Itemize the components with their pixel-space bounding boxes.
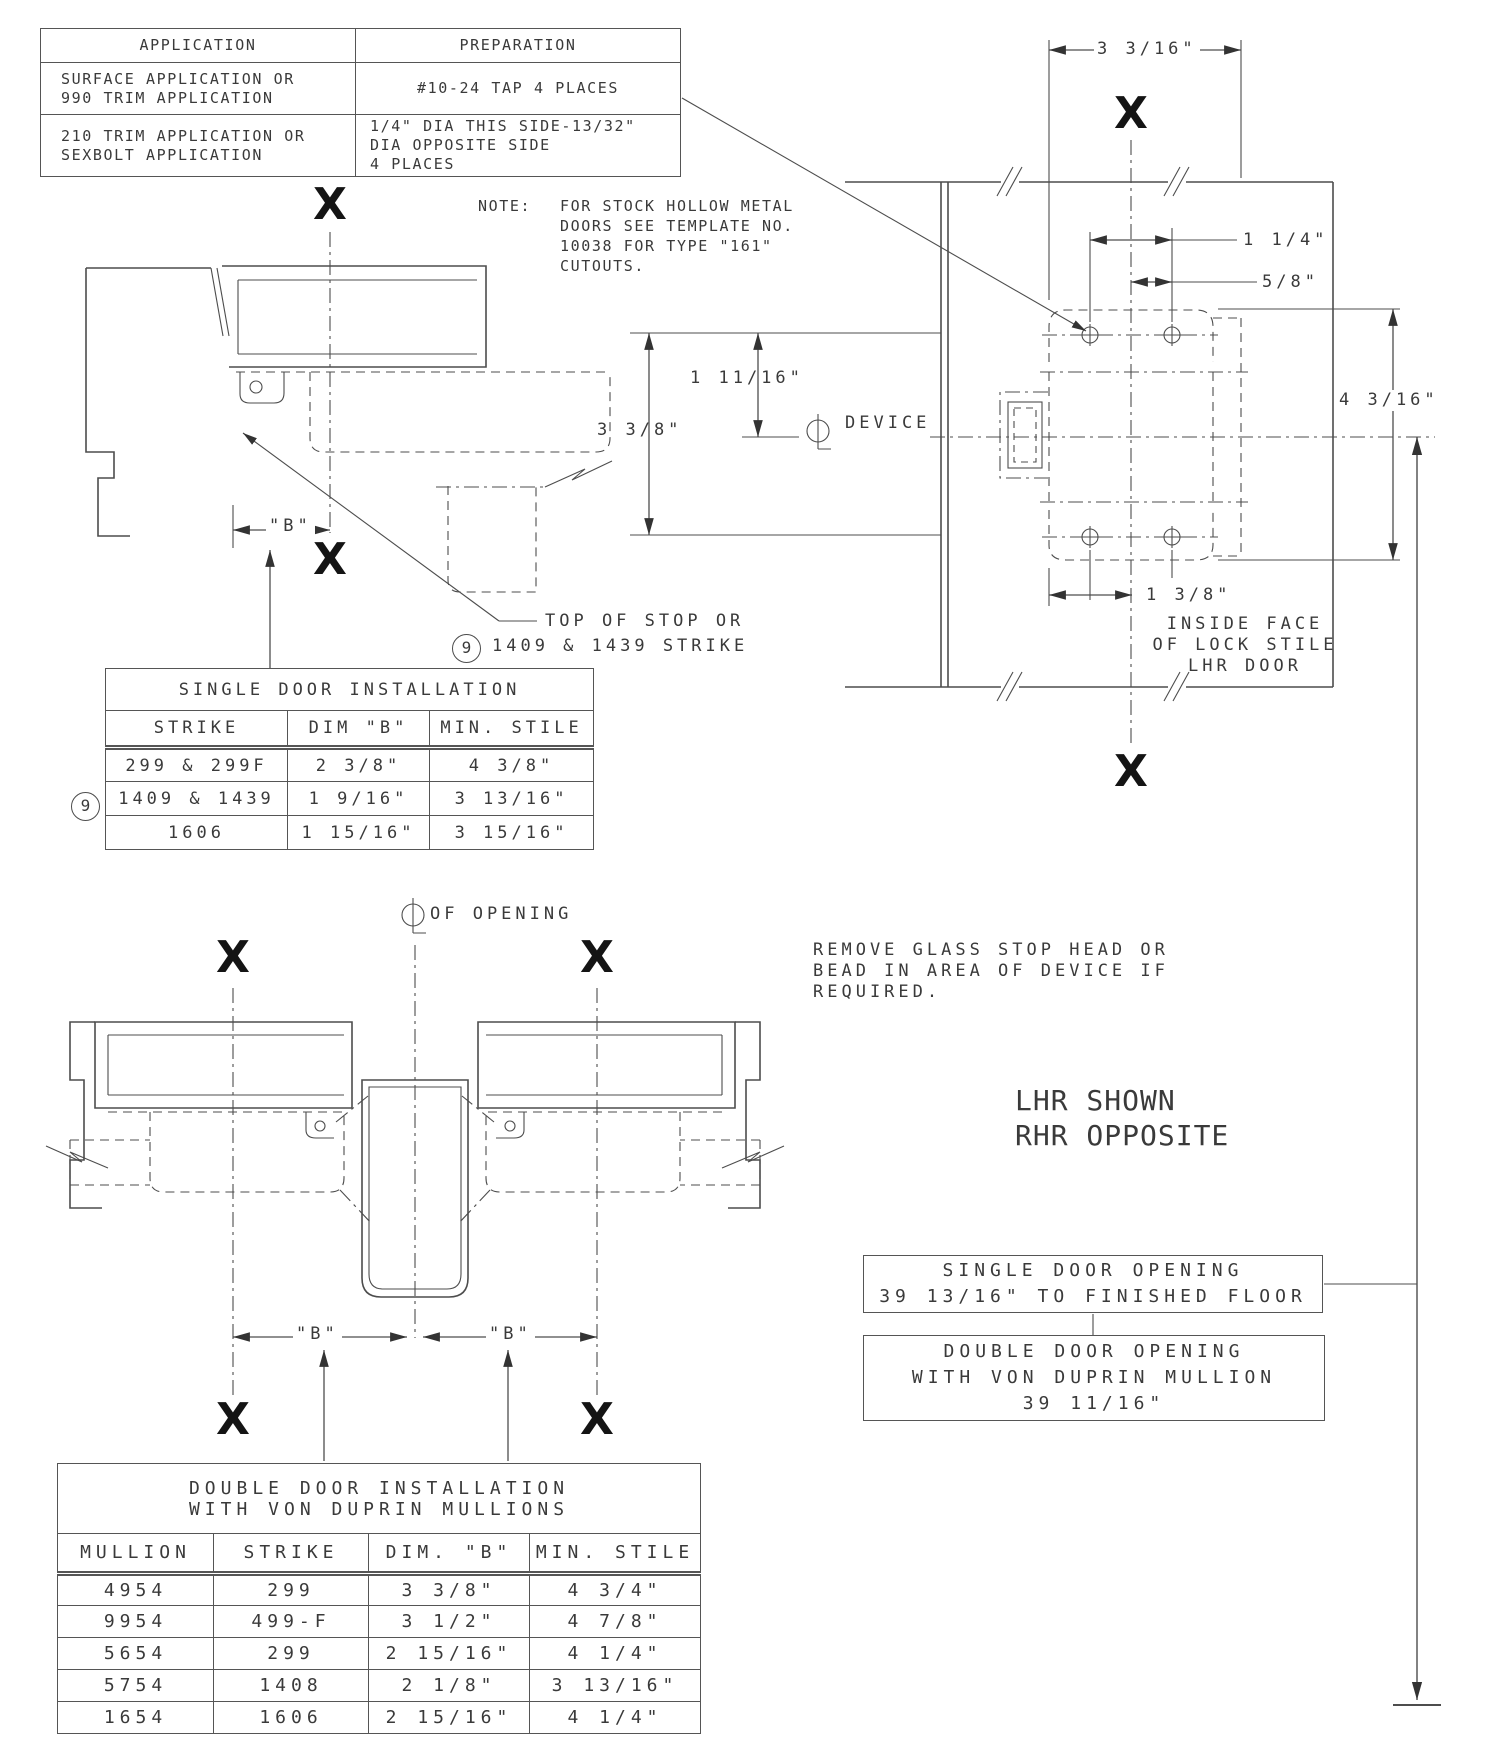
prep-col-header: PREPARATION [355, 28, 681, 63]
dim-cl-to-top-holes: 1 11/16" [690, 368, 804, 388]
ref-marker-9: 9 [71, 792, 100, 821]
top-of-stop-label: TOP OF STOP OR [545, 611, 745, 631]
x-alignment-marker: X [216, 1394, 250, 1445]
table-cell: 1606 [213, 1701, 369, 1734]
remove-glass-note: REMOVE GLASS STOP HEAD OR BEAD IN AREA O… [813, 940, 1169, 1002]
lock-stile-elevation [630, 40, 1441, 1706]
table-cell: 4 3/8" [428, 747, 595, 782]
table-cell: SURFACE APPLICATION OR 990 TRIM APPLICAT… [40, 62, 356, 115]
centerline-icon [401, 898, 426, 934]
column-header: STRIKE [213, 1533, 369, 1576]
x-alignment-marker: X [313, 179, 347, 230]
column-header: MIN. STILE [528, 1533, 702, 1576]
note-text: FOR STOCK HOLLOW METAL DOORS SEE TEMPLAT… [560, 197, 794, 275]
inside-face-label: INSIDE FACE OF LOCK STILE LHR DOOR [1152, 614, 1338, 676]
dim-device-height: 4 3/16" [1336, 390, 1442, 411]
table-cell: 4 3/4" [528, 1573, 702, 1606]
table-cell: 2 3/8" [287, 747, 430, 782]
table-cell: 3 13/16" [528, 1669, 702, 1702]
table-cell: 2 15/16" [368, 1701, 530, 1734]
single-door-opening-note: SINGLE DOOR OPENING 39 13/16" TO FINISHE… [863, 1255, 1323, 1313]
dim-hole-rows: 3 3/8" [597, 420, 683, 440]
column-header: STRIKE [105, 710, 288, 750]
device-centerline-label: DEVICE [845, 413, 931, 433]
table-cell: 1409 & 1439 [105, 781, 288, 816]
table-cell: 1654 [57, 1701, 214, 1734]
table-cell: 299 [213, 1637, 369, 1670]
table-title: SINGLE DOOR INSTALLATION [104, 668, 595, 711]
app-col-header: APPLICATION [40, 28, 356, 63]
cl-of-opening-label: OF OPENING [430, 904, 573, 924]
dim-hole-spacing: 1 1/4" [1243, 230, 1329, 250]
table-cell: 3 1/2" [368, 1605, 530, 1638]
table-cell: 1606 [105, 815, 288, 850]
ref-marker-9: 9 [452, 634, 481, 663]
table-cell: 5754 [57, 1669, 214, 1702]
strike-ref-label: 1409 & 1439 STRIKE [492, 636, 749, 656]
table-cell: 3 3/8" [368, 1573, 530, 1606]
table-title: DOUBLE DOOR INSTALLATION WITH VON DUPRIN… [56, 1463, 702, 1534]
table-cell: 4 1/4" [528, 1701, 702, 1734]
double-door-opening-note: DOUBLE DOOR OPENING WITH VON DUPRIN MULL… [863, 1335, 1325, 1421]
table-cell: 5654 [57, 1637, 214, 1670]
table-cell: 299 [213, 1573, 369, 1606]
dim-b-label: "B" [293, 1324, 342, 1345]
table-cell: 4 7/8" [528, 1605, 702, 1638]
x-alignment-marker: X [580, 932, 614, 983]
table-cell: 9954 [57, 1605, 214, 1638]
table-cell: 3 15/16" [428, 815, 595, 850]
x-alignment-marker: X [313, 534, 347, 585]
table-cell: 1408 [213, 1669, 369, 1702]
column-header: MULLION [57, 1533, 214, 1576]
dim-b-label: "B" [486, 1324, 535, 1345]
table-cell: 1 9/16" [287, 781, 430, 816]
table-cell: 1 15/16" [287, 815, 430, 850]
double-door-installation-table: DOUBLE DOOR INSTALLATION WITH VON DUPRIN… [56, 1463, 702, 1734]
note-box-connector [1092, 1283, 1417, 1336]
dim-overall-width: 3 3/16" [1094, 39, 1200, 60]
x-alignment-marker: X [216, 932, 250, 983]
dim-edge-to-face: 1 3/8" [1146, 585, 1232, 605]
dim-b-label: "B" [266, 516, 315, 537]
table-cell: 2 15/16" [368, 1637, 530, 1670]
centerline-icon [806, 414, 831, 450]
table-cell: 299 & 299F [105, 747, 288, 782]
column-header: DIM. "B" [368, 1533, 530, 1576]
table-cell: 2 1/8" [368, 1669, 530, 1702]
table-cell: 1/4" DIA THIS SIDE-13/32" DIA OPPOSITE S… [355, 114, 681, 177]
column-header: DIM "B" [287, 710, 430, 750]
x-alignment-marker: X [1114, 88, 1148, 139]
double-door-head-section [45, 898, 785, 1461]
dim-cl-to-hole: 5/8" [1262, 272, 1319, 292]
note-label: NOTE: [478, 197, 532, 215]
x-alignment-marker: X [580, 1394, 614, 1445]
table-cell: 4 1/4" [528, 1637, 702, 1670]
x-alignment-marker: X [1114, 746, 1148, 797]
table-cell: 4954 [57, 1573, 214, 1606]
table-cell: 499-F [213, 1605, 369, 1638]
single-door-head-section [85, 232, 613, 668]
column-header: MIN. STILE [428, 710, 595, 750]
single-door-installation-table: SINGLE DOOR INSTALLATION STRIKE DIM "B" … [104, 668, 595, 850]
application-preparation-table: APPLICATION PREPARATION SURFACE APPLICAT… [40, 28, 681, 177]
table-cell: 210 TRIM APPLICATION OR SEXBOLT APPLICAT… [40, 114, 356, 177]
table-cell: 3 13/16" [428, 781, 595, 816]
table-cell: #10-24 TAP 4 PLACES [355, 62, 681, 115]
handing-label: LHR SHOWN RHR OPPOSITE [1015, 1084, 1230, 1152]
